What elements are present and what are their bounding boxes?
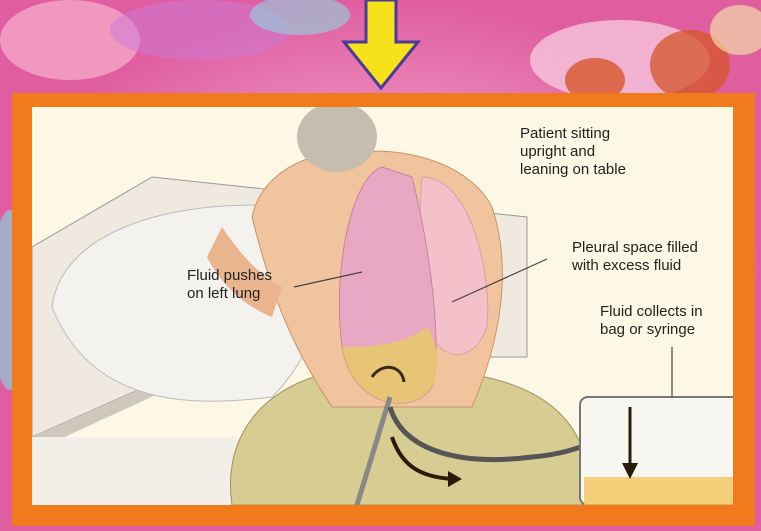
label-pleural-space: Pleural space filled with excess fluid	[572, 239, 698, 275]
illustration-frame: Patient sitting upright and leaning on t…	[12, 93, 755, 526]
label-fluid-pushes: Fluid pushes on left lung	[187, 267, 272, 303]
collected-fluid	[584, 477, 733, 505]
label-fluid-collects: Fluid collects in bag or syringe	[600, 303, 703, 339]
illustration-panel: Patient sitting upright and leaning on t…	[32, 107, 733, 505]
label-patient-sitting: Patient sitting upright and leaning on t…	[520, 125, 626, 179]
down-arrow-icon	[336, 0, 426, 92]
